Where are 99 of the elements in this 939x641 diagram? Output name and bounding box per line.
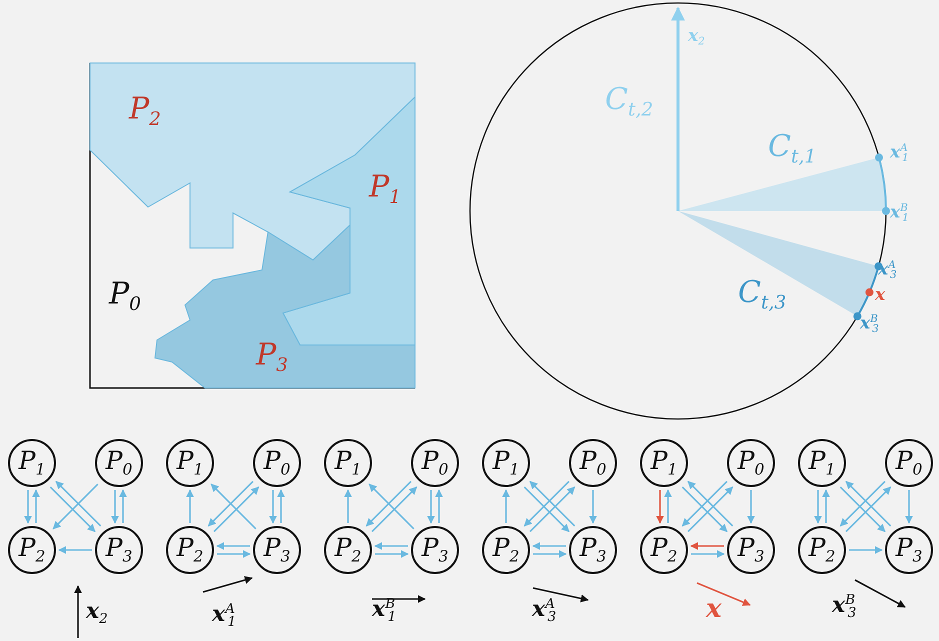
state-label: P$_{3}$ <box>422 535 448 565</box>
arrow <box>529 486 576 532</box>
state-label: P$_{3}$ <box>106 535 132 565</box>
state-label: P$_{0}$ <box>738 448 764 478</box>
cone-label: C$_{t,1}$ <box>768 132 816 168</box>
state-label: P$_{3}$ <box>264 535 290 565</box>
state-label: P$_{3}$ <box>896 535 922 565</box>
state-circle <box>569 526 617 574</box>
state-circle <box>95 526 143 574</box>
arrow <box>656 490 664 524</box>
state-label: P$_{1}$ <box>18 448 46 478</box>
arrow <box>502 489 510 523</box>
arrow <box>747 490 755 524</box>
arrow <box>186 489 194 523</box>
arrow <box>840 480 886 527</box>
state-label: P$_{0}$ <box>422 448 448 478</box>
state-circle <box>8 439 56 487</box>
arrow <box>822 489 830 523</box>
arrow <box>269 490 277 524</box>
arrow <box>691 550 725 558</box>
arrow <box>533 550 567 558</box>
state-circle <box>640 526 688 574</box>
vector-label: x <box>706 596 722 622</box>
arrow <box>529 480 576 527</box>
state-circle <box>166 526 214 574</box>
state-circle <box>324 439 372 487</box>
state-circle <box>482 439 530 487</box>
state-label: P$_{2}$ <box>334 535 362 565</box>
arrow <box>905 490 913 524</box>
arrow <box>217 550 251 558</box>
state-label: P$_{1}$ <box>492 448 520 478</box>
state-label: P$_{0}$ <box>896 448 922 478</box>
arrow <box>524 486 570 532</box>
state-label: P$_{2}$ <box>492 535 520 565</box>
vector-label: x <box>875 287 886 304</box>
state-circle <box>95 439 143 487</box>
state-circle <box>8 526 56 574</box>
vector-label: x$_{2}$ <box>86 600 108 626</box>
state-label: P$_{1}$ <box>176 448 204 478</box>
region-label: P$_{0}$ <box>108 279 142 315</box>
state-circle <box>324 526 372 574</box>
region-label: P$_{2}$ <box>128 94 162 130</box>
state-circle <box>798 526 846 574</box>
state-circle <box>411 526 459 574</box>
cone-label: C$_{t,2}$ <box>605 85 654 120</box>
arrow <box>344 489 352 523</box>
arrow <box>435 489 443 523</box>
arrow <box>58 546 92 554</box>
vector-label: x$_{2}$ <box>688 28 705 48</box>
arrow <box>119 489 127 523</box>
state-circle <box>727 439 775 487</box>
region-label: P$_{3}$ <box>256 340 288 376</box>
state-label: P$_{0}$ <box>264 448 290 478</box>
arrow <box>374 542 408 550</box>
arrow <box>277 489 285 523</box>
arrow <box>427 490 435 524</box>
arrow <box>589 490 597 524</box>
arrow <box>687 486 734 532</box>
arrow <box>690 542 724 550</box>
state-label: P$_{2}$ <box>176 535 204 565</box>
state-circle <box>253 526 301 574</box>
arrow <box>32 489 40 523</box>
region-label: P$_{1}$ <box>368 172 402 208</box>
arrow <box>682 486 728 532</box>
state-circle <box>727 526 775 574</box>
state-label: P$_{2}$ <box>18 535 46 565</box>
arrow <box>687 480 734 527</box>
arrow <box>845 480 892 527</box>
state-label: P$_{1}$ <box>650 448 678 478</box>
state-label: P$_{0}$ <box>106 448 132 478</box>
state-circle <box>798 439 846 487</box>
state-circle <box>885 526 933 574</box>
arrow <box>111 490 119 524</box>
arrow <box>664 489 672 523</box>
state-circle <box>640 439 688 487</box>
arrow <box>682 480 728 527</box>
arrow <box>845 486 892 532</box>
arrow <box>524 480 570 527</box>
state-circle <box>482 526 530 574</box>
state-label: P$_{1}$ <box>808 448 836 478</box>
state-label: P$_{1}$ <box>334 448 362 478</box>
arrow <box>24 490 32 524</box>
state-label: P$_{3}$ <box>738 535 764 565</box>
state-circle <box>166 439 214 487</box>
arrow <box>216 542 250 550</box>
state-label: P$_{0}$ <box>580 448 606 478</box>
arrow <box>532 542 566 550</box>
state-label: P$_{2}$ <box>650 535 678 565</box>
arrow <box>375 550 409 558</box>
state-label: P$_{2}$ <box>808 535 836 565</box>
state-circle <box>569 439 617 487</box>
arrow <box>849 546 883 554</box>
state-circle <box>411 439 459 487</box>
arrow <box>840 486 886 532</box>
arrow <box>814 490 822 524</box>
state-circle <box>885 439 933 487</box>
state-circle <box>253 439 301 487</box>
cone-label: C$_{t,3}$ <box>738 278 786 314</box>
state-label: P$_{3}$ <box>580 535 606 565</box>
